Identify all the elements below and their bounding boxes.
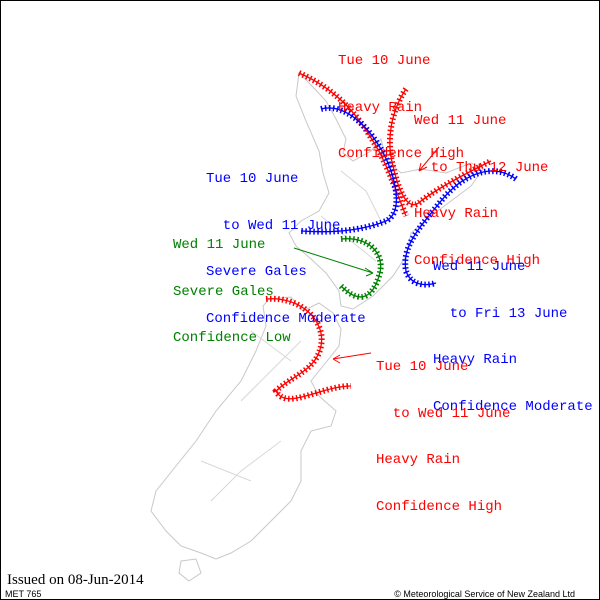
label-date: Tue 10 June bbox=[206, 171, 299, 187]
label-confidence: Confidence High bbox=[338, 146, 465, 162]
label-confidence: Confidence High bbox=[414, 252, 541, 269]
copyright: © Meteorological Service of New Zealand … bbox=[394, 589, 575, 599]
label-confidence: Confidence Moderate bbox=[206, 310, 366, 327]
label-blue-gales: Tue 10 June to Wed 11 June Severe Gales … bbox=[206, 141, 366, 358]
pointer-arrows bbox=[293, 146, 440, 364]
label-type: Severe Gales bbox=[173, 283, 274, 300]
label-confidence: Confidence Low bbox=[173, 330, 291, 346]
warning-line-red-canterbury-solid bbox=[265, 298, 352, 400]
label-red-coromandel: Wed 11 June to Thu 12 June Heavy Rain Co… bbox=[414, 83, 548, 300]
label-date-to: to Fri 13 June bbox=[433, 305, 568, 322]
label-type: Heavy Rain bbox=[338, 99, 423, 116]
warning-areas bbox=[265, 70, 518, 402]
issued-date: Issued on 08-Jun-2014 bbox=[7, 572, 144, 588]
label-date: Wed 11 June bbox=[173, 237, 266, 253]
label-type: Heavy Rain bbox=[376, 452, 461, 468]
regional-boundaries bbox=[200, 170, 382, 502]
label-confidence: Confidence High bbox=[376, 498, 503, 515]
label-blue-eastcoast: Wed 11 June to Fri 13 June Heavy Rain Co… bbox=[433, 229, 593, 446]
label-date-to: to Wed 11 June bbox=[376, 405, 511, 422]
label-type: Heavy Rain bbox=[414, 206, 499, 222]
map-code: MET 765 bbox=[5, 589, 42, 599]
stewart-island-outline bbox=[178, 558, 202, 582]
north-island-outline bbox=[288, 71, 484, 310]
warning-line-blue-gales-solid bbox=[300, 107, 398, 233]
label-confidence: Confidence Moderate bbox=[433, 398, 593, 415]
warning-line-blue-eastcoast-solid bbox=[404, 170, 517, 286]
label-green-gales: Wed 11 June Severe Gales Confidence Low bbox=[173, 207, 291, 378]
warning-line-red-coromandel-solid bbox=[389, 88, 492, 206]
label-date: Wed 11 June bbox=[414, 113, 507, 129]
label-date: Wed 11 June bbox=[433, 259, 526, 275]
arrow-icon bbox=[293, 247, 374, 277]
label-date-to: to Thu 12 June bbox=[414, 159, 549, 176]
label-type: Heavy Rain bbox=[433, 352, 518, 368]
label-date-to: to Wed 11 June bbox=[206, 217, 341, 234]
coastline bbox=[150, 71, 484, 582]
label-date: Tue 10 June bbox=[338, 53, 431, 69]
warning-line-green-solid bbox=[340, 238, 382, 298]
arrow-icon bbox=[332, 352, 372, 364]
label-red-canterbury: Tue 10 June to Wed 11 June Heavy Rain Co… bbox=[376, 329, 510, 546]
arrow-icon bbox=[418, 146, 440, 172]
south-island-outline bbox=[150, 296, 342, 560]
label-red-northland: Tue 10 June Heavy Rain Confidence High bbox=[338, 23, 464, 194]
label-type: Severe Gales bbox=[206, 264, 307, 280]
label-date: Tue 10 June bbox=[376, 359, 469, 375]
